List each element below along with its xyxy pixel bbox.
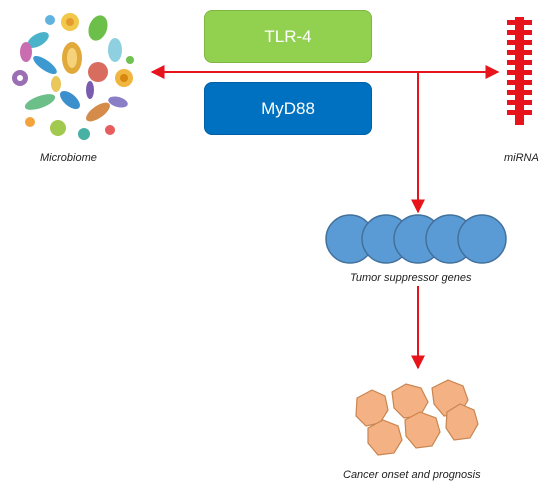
microbiome-cluster-icon: [4, 2, 144, 142]
microbiome-label: Microbiome: [40, 152, 97, 164]
tumor-suppressor-genes-label: Tumor suppressor genes: [350, 272, 472, 284]
tlr4-box: TLR-4: [204, 10, 372, 63]
gene-circles-icon: [325, 214, 507, 264]
cancer-onset-label: Cancer onset and prognosis: [343, 469, 481, 481]
tlr4-label: TLR-4: [264, 26, 312, 46]
myd88-box: MyD88: [204, 82, 372, 135]
cancer-cells-icon: [355, 379, 479, 456]
myd88-label: MyD88: [261, 98, 315, 118]
mirna-strand-icon: [507, 17, 532, 125]
mirna-label: miRNA: [504, 152, 539, 164]
